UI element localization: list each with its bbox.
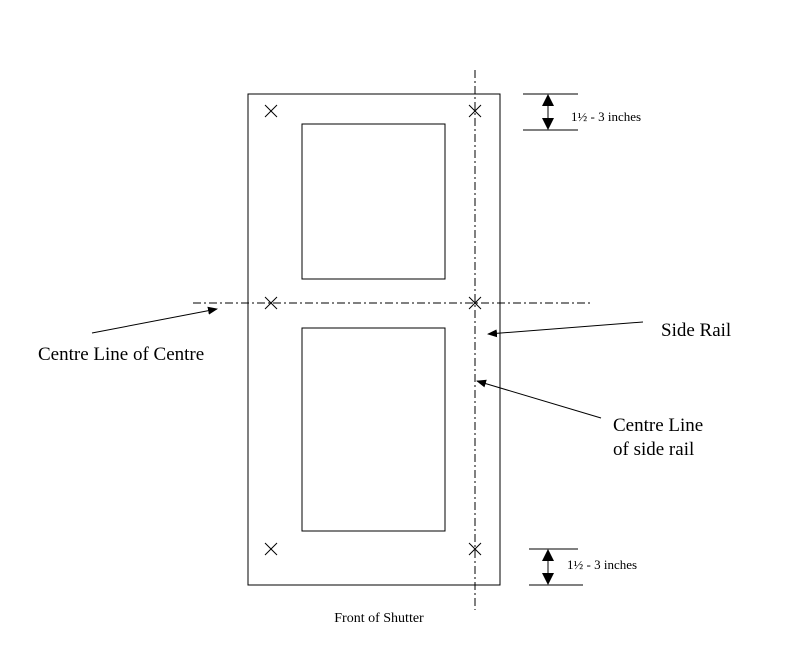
label-centre-line-side-rail-line1: Centre Line xyxy=(613,415,703,436)
shutter-frame xyxy=(247,93,501,586)
arrow-centre-line-side-rail xyxy=(476,379,602,419)
dimension-bottom xyxy=(529,548,583,586)
caption-front-of-shutter: Front of Shutter xyxy=(334,611,424,626)
lower-panel xyxy=(301,327,446,532)
cross-mark-bottom-right xyxy=(468,542,482,556)
arrow-side-rail xyxy=(487,321,644,338)
upper-panel xyxy=(301,123,446,280)
dimension-top-label: 1½ - 3 inches xyxy=(571,109,641,124)
cross-mark-top-right xyxy=(468,104,482,118)
cross-mark-top-left xyxy=(264,104,278,118)
label-centre-line-of-centre: Centre Line of Centre xyxy=(38,344,204,365)
label-side-rail: Side Rail xyxy=(661,320,731,341)
dimension-top xyxy=(523,93,578,131)
dimension-bottom-label: 1½ - 3 inches xyxy=(567,557,637,572)
cross-mark-middle-right xyxy=(468,296,482,310)
arrow-centre-line-of-centre xyxy=(91,306,218,334)
cross-mark-bottom-left xyxy=(264,542,278,556)
label-centre-line-side-rail-line2: of side rail xyxy=(613,439,694,460)
cross-mark-middle-left xyxy=(264,296,278,310)
